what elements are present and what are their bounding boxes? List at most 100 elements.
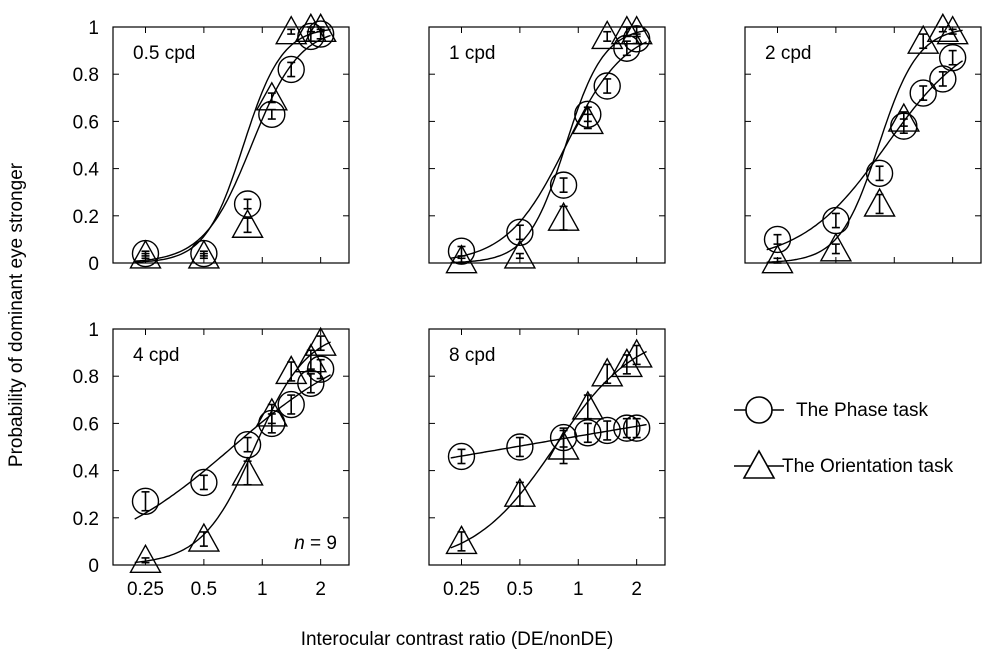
data-point-triangle xyxy=(187,239,221,269)
sample-size-value: = 9 xyxy=(305,533,337,554)
plot-frame xyxy=(428,328,666,566)
data-point-triangle xyxy=(887,102,921,132)
x-tick-label: 0.25 xyxy=(443,579,480,600)
data-point-circle xyxy=(622,414,651,442)
y-axis-title: Probability of dominant eye stronger xyxy=(6,162,27,467)
y-tick-label: 1 xyxy=(88,320,99,341)
plot-frame xyxy=(428,26,666,264)
plot-frame xyxy=(112,328,350,566)
y-tick-label: 0.6 xyxy=(73,414,99,435)
panel-2-cpd: 2 cpd xyxy=(744,12,982,274)
legend-entry-orientation: The Orientation task xyxy=(734,449,954,479)
y-tick-label: 0 xyxy=(88,254,99,275)
data-point-triangle xyxy=(304,326,337,356)
y-tick-label: 0.2 xyxy=(73,207,99,228)
data-point-circle xyxy=(938,43,967,72)
y-tick-label: 0 xyxy=(88,556,99,577)
data-point-circle xyxy=(909,79,937,107)
data-point-triangle xyxy=(620,338,653,368)
panel-label: 1 cpd xyxy=(449,43,495,64)
data-point-triangle xyxy=(255,81,289,111)
panel-label: 0.5 cpd xyxy=(133,43,195,64)
legend-circle-marker xyxy=(745,396,773,424)
data-point-circle xyxy=(613,414,641,442)
data-point-triangle xyxy=(445,524,478,555)
y-tick-label: 0.4 xyxy=(73,462,100,483)
data-point-circle xyxy=(865,159,894,188)
data-point-circle xyxy=(277,390,305,419)
data-point-triangle xyxy=(275,15,308,45)
data-point-circle xyxy=(447,442,476,471)
data-point-triangle xyxy=(445,244,478,274)
data-point-circle xyxy=(131,487,160,515)
data-point-triangle xyxy=(907,24,940,54)
legend: The Phase task The Orientation task xyxy=(734,396,954,479)
fit-curve-triangle xyxy=(766,29,963,263)
data-point-triangle xyxy=(275,355,308,385)
y-tick-label: 0.4 xyxy=(73,160,100,181)
data-point-circle xyxy=(277,55,305,84)
legend-label-phase: The Phase task xyxy=(796,400,929,421)
data-point-triangle xyxy=(610,347,644,378)
fit-curve-circle xyxy=(766,60,963,251)
data-point-triangle xyxy=(255,397,289,427)
fit-curve-triangle xyxy=(450,350,647,549)
data-point-triangle xyxy=(620,15,653,45)
fit-curve-triangle xyxy=(450,29,647,264)
sample-size-label: n = 9 xyxy=(294,533,337,554)
data-point-triangle xyxy=(761,244,794,274)
y-tick-label: 0.8 xyxy=(73,65,99,86)
data-point-circle xyxy=(593,416,621,445)
plot-frame xyxy=(112,26,350,264)
panel-0_5-cpd: 0 0.2 0.4 0.6 0.8 1 0.5 cpd xyxy=(73,12,350,275)
data-point-triangle xyxy=(129,239,162,269)
plot-frame xyxy=(744,26,982,264)
data-point-triangle xyxy=(129,543,162,573)
data-point-circle xyxy=(190,468,218,497)
y-tick-label: 1 xyxy=(88,18,99,39)
y-tick-label: 0.6 xyxy=(73,112,99,133)
data-point-circle xyxy=(306,20,335,48)
x-tick-label: 1 xyxy=(257,579,268,600)
data-point-triangle xyxy=(503,239,537,269)
x-axis-title: Interocular contrast ratio (DE/nonDE) xyxy=(301,629,614,650)
x-tick-label: 0.25 xyxy=(127,579,164,600)
legend-triangle-marker xyxy=(742,449,776,479)
panel-label: 8 cpd xyxy=(449,345,495,366)
data-point-triangle xyxy=(304,12,337,43)
data-point-triangle xyxy=(591,19,624,50)
data-point-circle xyxy=(549,171,578,199)
data-point-triangle xyxy=(936,15,969,45)
data-point-triangle xyxy=(231,208,264,238)
data-point-circle xyxy=(593,72,621,100)
data-point-circle xyxy=(447,237,476,265)
data-point-triangle xyxy=(819,232,853,262)
data-point-circle xyxy=(233,190,262,218)
data-point-triangle xyxy=(294,343,328,373)
data-point-circle xyxy=(506,218,534,247)
panel-label: 2 cpd xyxy=(765,43,811,64)
data-point-circle xyxy=(763,225,792,254)
data-point-circle xyxy=(574,419,602,447)
panel-1-cpd: 1 cpd xyxy=(428,15,666,274)
fit-curve-circle xyxy=(134,374,331,520)
fit-curve-triangle xyxy=(134,28,331,263)
fit-curve-circle xyxy=(134,34,331,262)
legend-label-orientation: The Orientation task xyxy=(782,456,954,477)
x-tick-label: 2 xyxy=(315,579,326,600)
data-point-triangle xyxy=(863,187,896,217)
y-tick-label: 0.8 xyxy=(73,367,99,388)
data-point-triangle xyxy=(187,522,221,552)
fit-curve-circle xyxy=(450,423,647,459)
y-tick-label: 0.2 xyxy=(73,509,99,530)
data-point-triangle xyxy=(571,104,605,135)
x-tick-label: 1 xyxy=(573,579,584,600)
panel-label: 4 cpd xyxy=(133,345,179,366)
x-tick-label: 0.5 xyxy=(507,579,533,600)
fit-curve-circle xyxy=(450,41,647,259)
legend-entry-phase: The Phase task xyxy=(734,396,929,424)
x-tick-label: 2 xyxy=(631,579,642,600)
panels: 0 0.2 0.4 0.6 0.8 1 0.5 cpd 1 cpd 2 cpd 0 0.2 0.4 0.… xyxy=(73,12,982,600)
